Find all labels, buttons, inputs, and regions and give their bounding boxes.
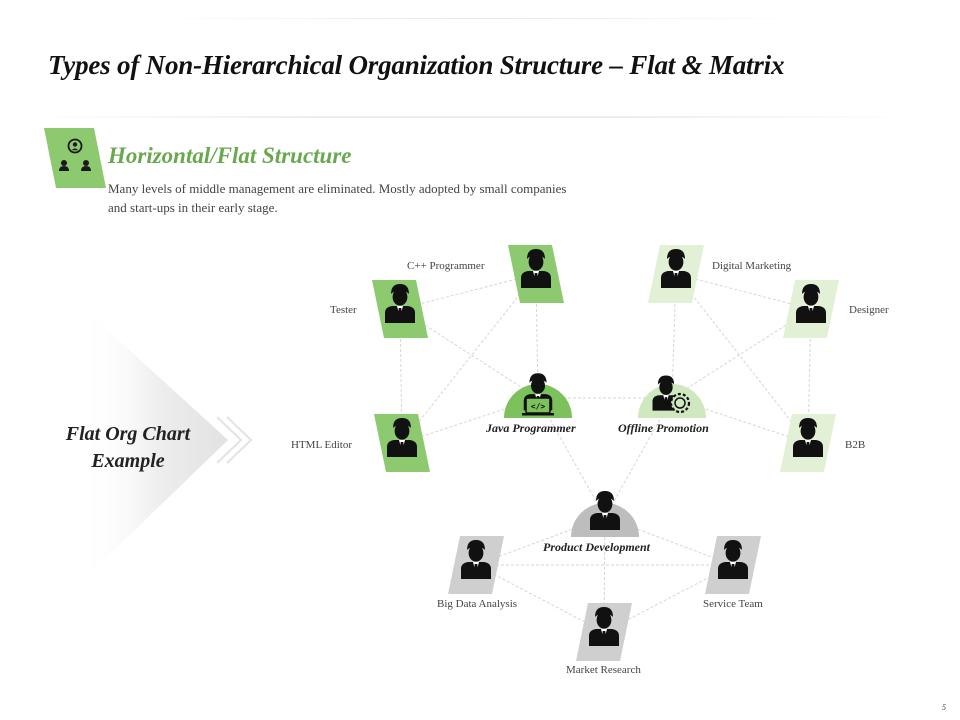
node-html-editor <box>374 414 430 472</box>
label-service-team: Service Team <box>703 598 763 610</box>
example-label-line-1: Flat Org Chart <box>65 423 191 445</box>
label-product-development: Product Development <box>543 540 650 554</box>
node-digital-marketing <box>648 245 704 303</box>
flat-org-chart-label: Flat Org Chart Example <box>40 421 216 475</box>
title-divider <box>30 116 910 118</box>
label-digital-marketing: Digital Marketing <box>712 260 792 272</box>
node-service-team <box>705 536 761 594</box>
label-designer: Designer <box>849 304 889 316</box>
top-divider <box>150 18 810 19</box>
label-html-editor: HTML Editor <box>291 439 352 451</box>
node-market-research <box>576 603 632 661</box>
section-description: Many levels of middle management are eli… <box>108 181 567 215</box>
label-java-programmer: Java Programmer <box>486 421 576 435</box>
node-cpp-programmer <box>508 245 564 303</box>
label-offline-promotion: Offline Promotion <box>618 421 709 435</box>
label-market-research: Market Research <box>566 664 641 676</box>
label-b2b: B2B <box>845 439 866 451</box>
example-label-line-2: Example <box>91 450 165 472</box>
node-designer <box>783 280 839 338</box>
node-big-data-analysis <box>448 536 504 594</box>
team-icon <box>44 128 106 188</box>
section-heading: Horizontal/Flat Structure <box>108 143 352 168</box>
page-number: 5 <box>942 703 946 712</box>
node-tester <box>372 280 428 338</box>
node-b2b <box>780 414 836 472</box>
example-ribbon <box>80 305 310 595</box>
label-cpp-programmer: C++ Programmer <box>407 260 485 272</box>
hub-offline-promotion <box>638 375 706 418</box>
svg-text:</>: </> <box>531 402 546 411</box>
label-tester: Tester <box>330 304 357 316</box>
programmer-icon: </> <box>522 373 554 416</box>
section-badge <box>44 128 106 188</box>
promoter-icon <box>652 375 691 414</box>
hub-product-development <box>571 491 639 537</box>
label-big-data-analysis: Big Data Analysis <box>437 598 518 610</box>
hub-java-programmer: </> <box>504 373 572 418</box>
page-title: Types of Non-Hierarchical Organization S… <box>48 50 785 80</box>
